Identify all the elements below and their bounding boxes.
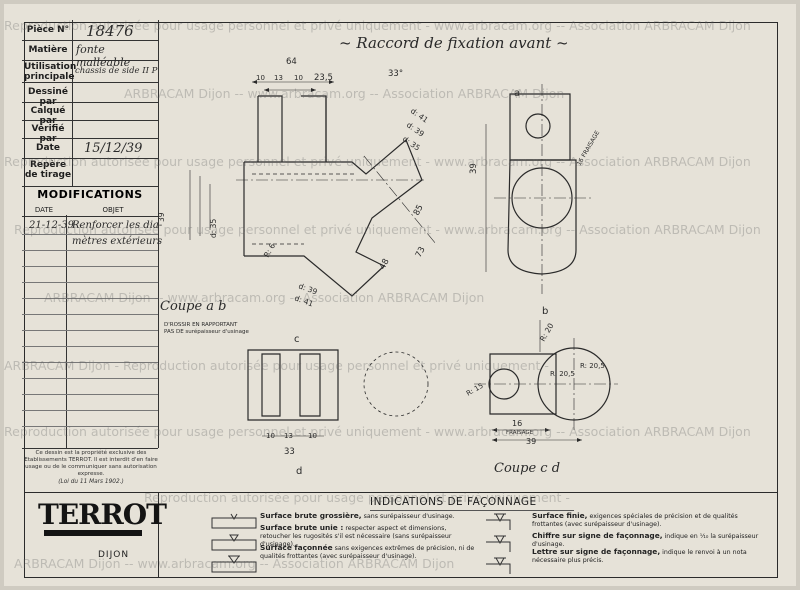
dim-d41-bottom: d: 41 xyxy=(293,293,314,308)
drawing-title: ~ Raccord de fixation avant ~ xyxy=(339,34,569,52)
logo-underline xyxy=(44,530,142,536)
dim-39-vertical: 39 xyxy=(469,163,479,174)
indication-1: Surface brute grossière, sans surépaisse… xyxy=(260,511,455,521)
dim-10d: 10 xyxy=(308,432,317,440)
end-view-boss xyxy=(509,93,571,161)
col-date: DATE xyxy=(34,206,54,214)
label-checked-by: Vérifié par xyxy=(31,124,65,144)
modification-objet-line1: Renforcer les dia- xyxy=(72,220,163,231)
dim-39-bottom: 39 xyxy=(526,437,536,446)
note-fraisage-b: FRAISAGE xyxy=(506,430,534,436)
dim-13a: 13 xyxy=(274,74,283,82)
dim-73: 73 xyxy=(414,245,428,259)
indications-title: INDICATIONS DE FAÇONNAGE xyxy=(370,496,537,508)
section-cd-outline xyxy=(247,349,339,421)
piece-number: 18476 xyxy=(86,22,134,40)
modification-objet-line2: mètres extérieurs xyxy=(72,236,163,247)
body-outline-ab xyxy=(244,139,423,297)
dim-48: 48 xyxy=(378,257,392,271)
label-b: b xyxy=(542,306,548,317)
logo-city: DIJON xyxy=(98,550,130,560)
dim-10a: 10 xyxy=(256,74,265,82)
label-traced-by: Calqué par xyxy=(30,106,66,126)
finishing-symbols-left xyxy=(211,513,257,573)
indication-3: Surface façonnée sans exigences extrêmes… xyxy=(260,543,475,561)
label-piece-number: Pièce N° xyxy=(26,25,70,35)
dim-r20-5a: R: 20,5 xyxy=(550,370,575,378)
dim-85: 85 xyxy=(412,203,426,217)
dim-13b: 13 xyxy=(284,432,293,440)
dim-10c: 10 xyxy=(266,432,275,440)
end-view-hole-small xyxy=(525,113,551,139)
note-line2: PAS DE surépaisseur d'usinage xyxy=(164,328,250,335)
label-print-mark: Repère de tirage xyxy=(24,160,72,180)
indication-5: Chiffre sur signe de façonnage, indique … xyxy=(532,531,759,549)
dim-23-5: 23,5 xyxy=(314,73,333,83)
indication-6: Lettre sur signe de façonnage, indique l… xyxy=(532,547,747,565)
dim-64: 64 xyxy=(286,57,297,67)
modifications-title: MODIFICATIONS xyxy=(37,188,143,201)
dim-d35-left: d: 35 xyxy=(209,219,218,238)
technical-drawing: ~ Raccord de fixation avant ~ Coupe a b … xyxy=(157,34,618,477)
label-a: a xyxy=(514,88,520,99)
label-d: d xyxy=(296,466,302,477)
bosses-ab xyxy=(258,95,327,162)
drawing-sheet: Pièce N° 18476 Matière fonte malléable U… xyxy=(4,4,796,586)
section-cd-label: Coupe c d xyxy=(494,461,560,476)
legal-law: (Loi du 11 Mars 1902.) xyxy=(58,479,124,485)
logo-brand: TERROT xyxy=(38,498,167,531)
label-usage: Utilisation principale xyxy=(24,62,77,82)
indication-2: Surface brute unie : respecter aspect et… xyxy=(260,523,452,549)
note-line1: D'ROSSIR EN RAPPORTANT xyxy=(164,322,238,328)
dim-10b: 10 xyxy=(294,74,303,82)
terrot-logo: TERROT xyxy=(38,498,167,546)
label-date: Date xyxy=(36,143,60,153)
title-block: Pièce N° 18476 Matière fonte malléable U… xyxy=(22,20,159,187)
dim-16: 16 xyxy=(512,419,522,428)
material: fonte malléable xyxy=(76,43,131,69)
label-drawn-by: Dessiné par xyxy=(28,87,68,107)
dim-33deg: 33° xyxy=(388,69,403,79)
note-fraisage-a: 16 FRAISAGE xyxy=(576,129,602,167)
bottom-view-lug xyxy=(489,353,557,415)
section-cd-bosses xyxy=(261,353,321,417)
label-material: Matière xyxy=(28,45,68,55)
usage: chassis de side II P xyxy=(75,66,158,76)
modification-date: 21-12-39 xyxy=(29,220,74,231)
dim-r20: R: 20 xyxy=(538,321,556,343)
modifications-block: MODIFICATIONS DATE OBJET 21-12-39 Renfor… xyxy=(22,186,162,449)
legal-notice: Ce dessin est la propriété exclusive des… xyxy=(24,450,158,492)
section-ab-label: Coupe a b xyxy=(160,299,227,314)
drawing-frame xyxy=(24,22,778,578)
dim-r15: R: 15 xyxy=(465,382,485,398)
label-c: c xyxy=(294,334,300,345)
dim-r20-5b: R: 20,5 xyxy=(580,362,605,370)
dim-d39-left: 39 xyxy=(157,212,166,222)
legal-text: Ce dessin est la propriété exclusive des… xyxy=(24,450,158,477)
finishing-symbols-right xyxy=(486,513,511,574)
indication-4: Surface finie, exigences spéciales de pr… xyxy=(532,511,738,529)
dim-33: 33 xyxy=(284,447,295,457)
date-value: 15/12/39 xyxy=(84,141,143,156)
col-objet: OBJET xyxy=(102,206,124,214)
